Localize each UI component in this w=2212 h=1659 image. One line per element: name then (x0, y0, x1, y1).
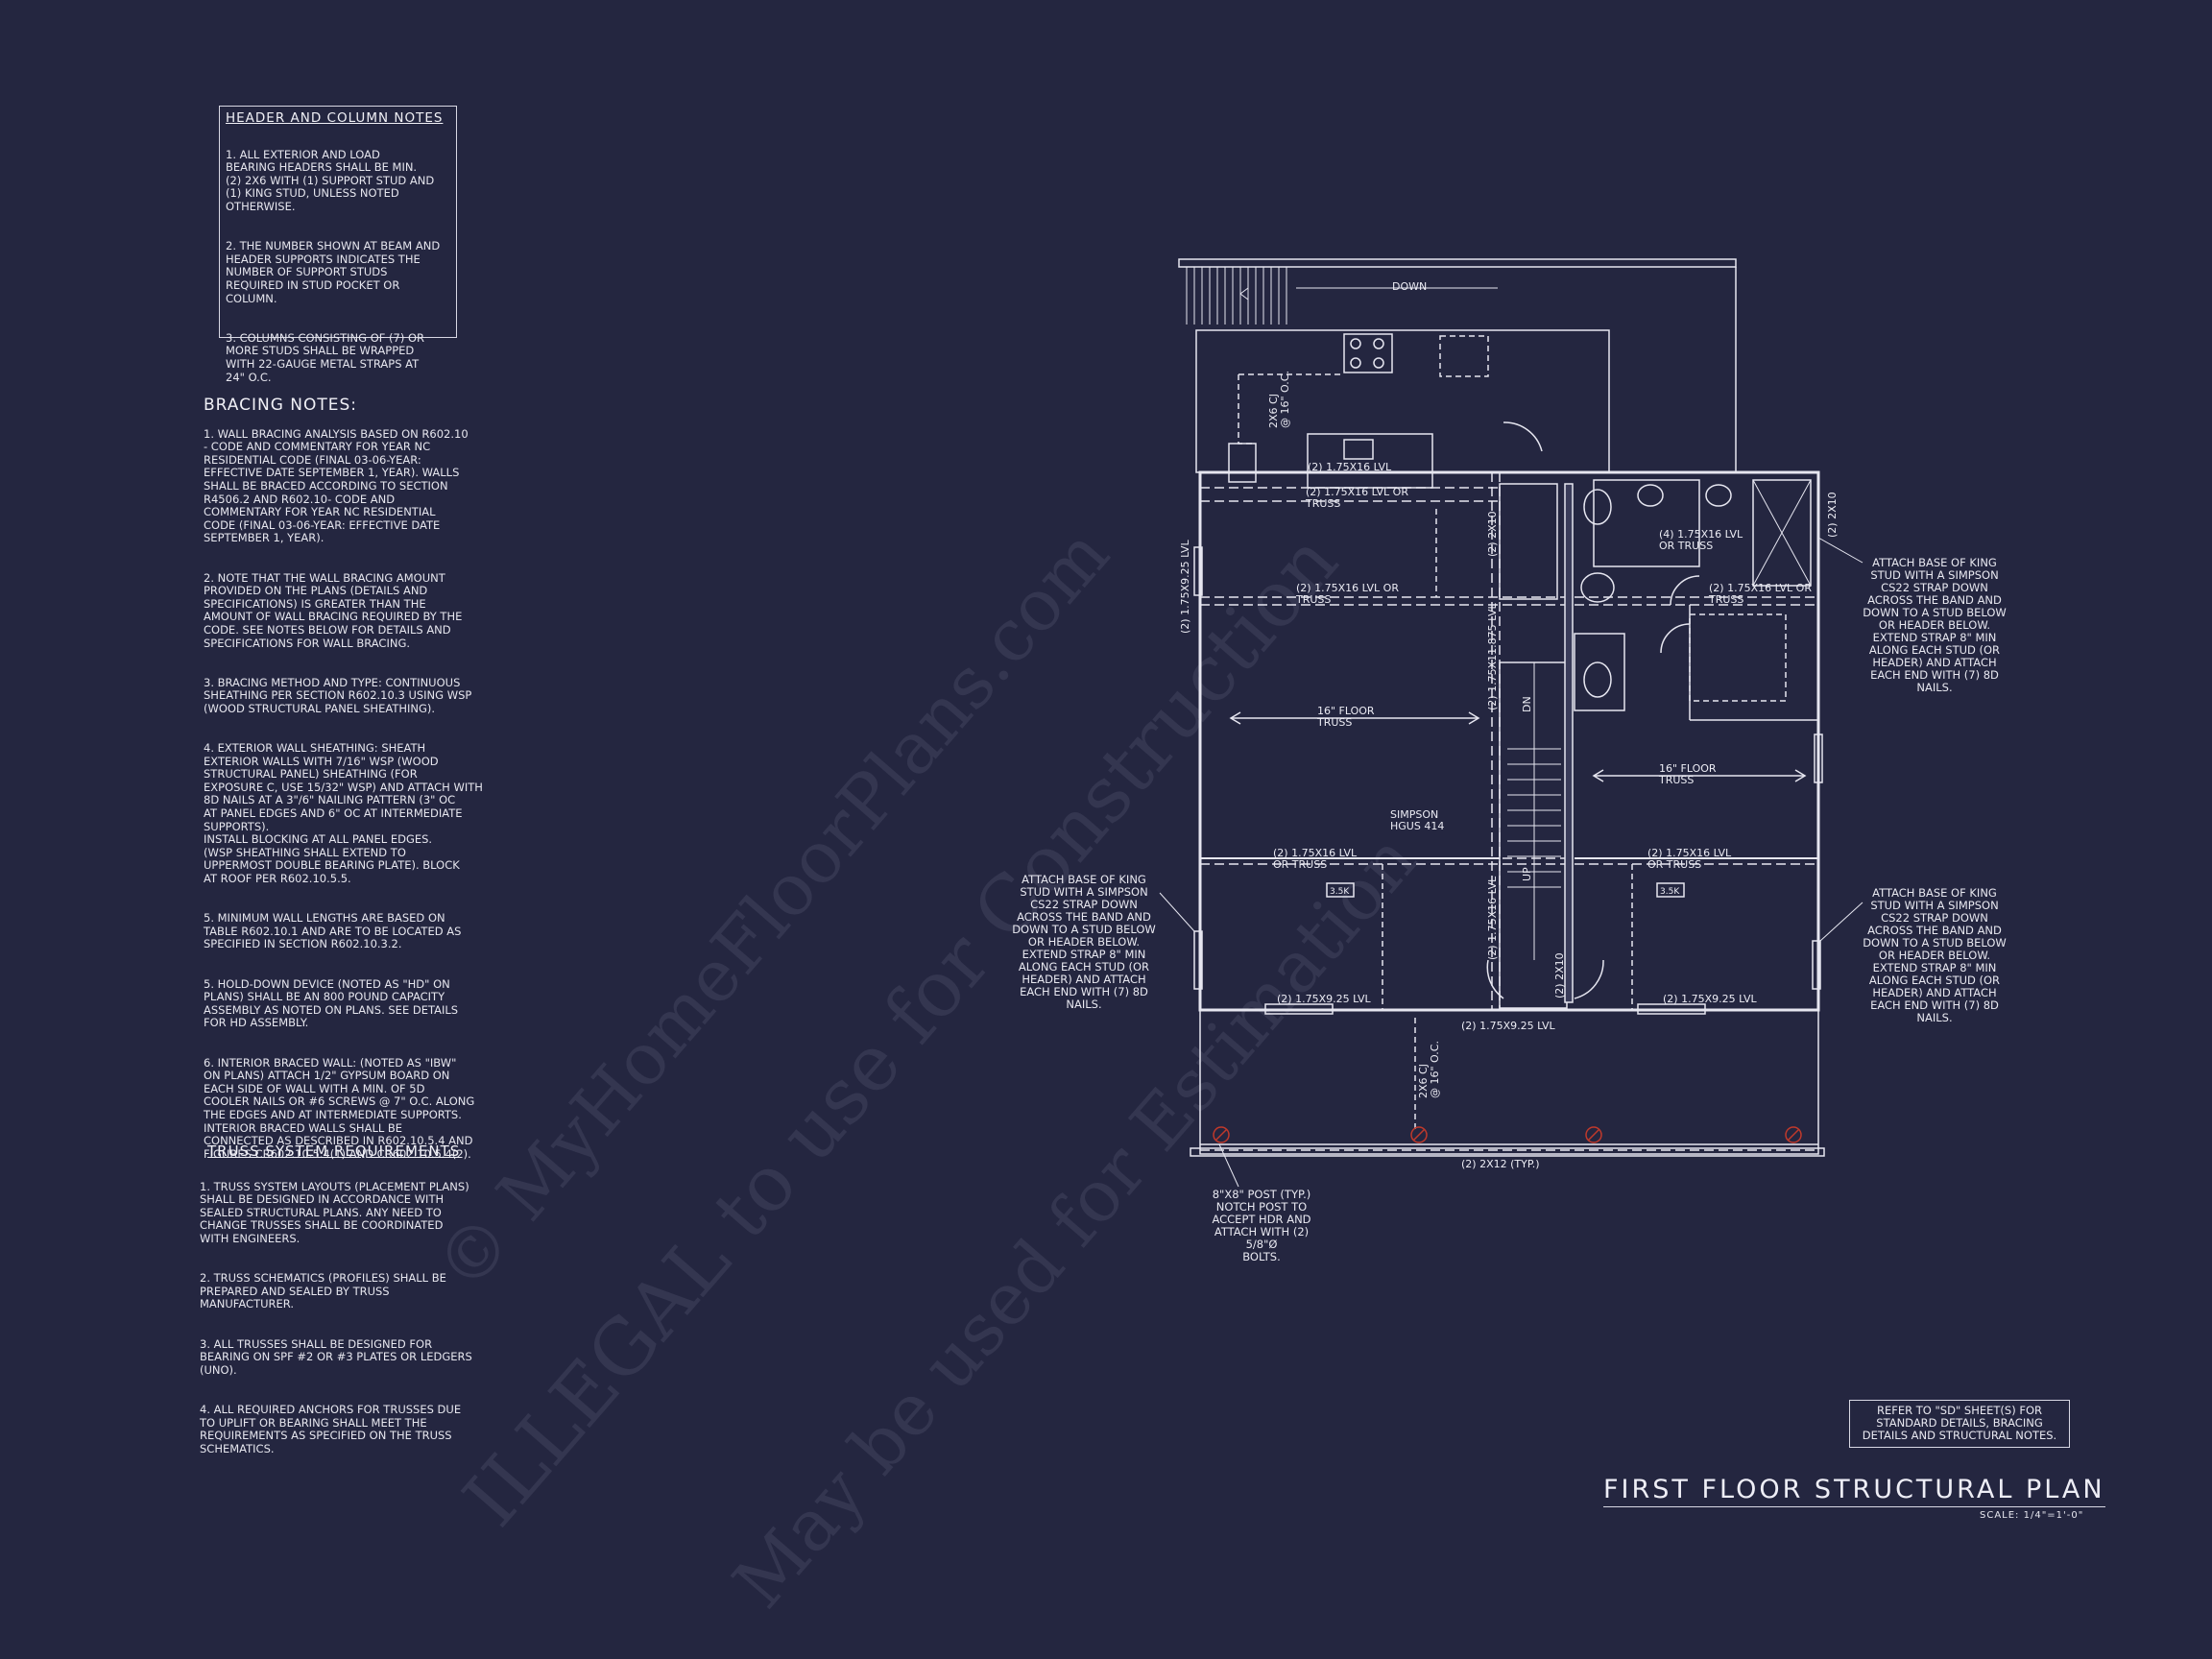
front-porch (1199, 1009, 1819, 1155)
label-porch-beam: (2) 2x12 (TYP.) (1461, 1158, 1540, 1170)
refer-note-text: REFER TO "SD" SHEET(S) FOR STANDARD DETA… (1862, 1404, 2057, 1442)
bracing-notes-title: BRACING NOTES: (204, 396, 358, 415)
bracing-note-4: 4. EXTERIOR WALL SHEATHING: SHEATH EXTER… (204, 741, 483, 885)
post-icon-3 (1585, 1126, 1602, 1143)
bracing-note-2: 2. NOTE THAT THE WALL BRACING AMOUNT PRO… (204, 570, 463, 650)
header-note-3: 3. COLUMNS CONSISTING OF (7) OR MORE STU… (226, 330, 425, 384)
truss-note-4: 4. ALL REQUIRED ANCHORS FOR TRUSSES DUE … (200, 1402, 462, 1455)
main-exterior-walls (1198, 470, 1820, 1012)
header-notes-list: 1. ALL EXTERIOR AND LOAD BEARING HEADERS… (226, 135, 456, 411)
callout-post: 8"x8" POST (TYP.) NOTCH POST TO ACCEPT H… (1212, 1188, 1311, 1263)
label-header-left: (2) 1.75x9.25 LVL (1277, 993, 1372, 1005)
sink-icon-2 (1705, 484, 1732, 507)
bracing-note-6: 5. HOLD-DOWN DEVICE (NOTED AS "HD" ON PL… (204, 976, 459, 1030)
label-2x10-c: (2) 2x10 (1826, 492, 1839, 538)
kitchen-walls (1195, 329, 1610, 473)
truss-note-3: 3. ALL TRUSSES SHALL BE DESIGNED FOR BEA… (200, 1336, 472, 1377)
plan-scale: SCALE: 1/4"=1'-0" (1980, 1510, 2084, 1521)
label-beam-stair-vert2: (2) 1.75x16 LVL (1486, 876, 1499, 960)
window-right (1814, 733, 1823, 783)
label-tag-left: 3.5k (1330, 887, 1350, 897)
callout-leader-post (1218, 1143, 1239, 1188)
label-down: DOWN (1392, 280, 1427, 293)
label-header-center: (2) 1.75x9.25 LVL (1461, 1020, 1556, 1032)
label-cj-bottom: 2x6 CJ@ 16" O.C. (1417, 1041, 1441, 1098)
toilet-icon (1583, 489, 1612, 525)
bracing-note-7: 6. INTERIOR BRACED WALL: (NOTED AS "IBW"… (204, 1055, 475, 1161)
porch-posts (1213, 1126, 1802, 1143)
header-window-right (1637, 1003, 1706, 1015)
island-icon (1307, 433, 1433, 489)
label-beam-kitchen: (2) 1.75x16 LVL (1308, 461, 1392, 473)
stair-door-swing (1486, 959, 1504, 999)
toilet-icon-3 (1583, 661, 1612, 698)
label-stair-up: UP (1521, 867, 1533, 881)
callout-leader-right-top (1817, 537, 1863, 564)
callout-strap-right-bottom: ATTACH BASE OF KING STUD WITH A SIMPSON … (1863, 886, 2007, 1024)
bath-door-swing (1670, 575, 1700, 606)
post-icon-1 (1213, 1126, 1230, 1143)
range-icon (1343, 333, 1393, 373)
label-header-right: (2) 1.75x9.25 LVL (1663, 993, 1758, 1005)
label-2x10-a: (2) 2x10 (1486, 511, 1499, 557)
callout-leader-left (1159, 892, 1195, 932)
header-note-1: 1. ALL EXTERIOR AND LOAD BEARING HEADERS… (226, 147, 435, 213)
callout-strap-right-top: ATTACH BASE OF KING STUD WITH A SIMPSON … (1863, 556, 2007, 694)
toilet-icon-2 (1580, 572, 1615, 603)
closet-dashed (1689, 613, 1787, 702)
label-beam-stair-vert: (2) 1.75x11.875 LVL (1486, 602, 1499, 710)
truss-notes-title: TRUSS SYSTEM REQUIREMENTS (207, 1142, 461, 1160)
post-icon-2 (1410, 1126, 1428, 1143)
header-window-left (1264, 1003, 1334, 1015)
bearing-wall (1564, 483, 1574, 1003)
holddown-tag-left (1326, 882, 1355, 898)
fridge-icon (1439, 335, 1489, 377)
refer-note-box: REFER TO "SD" SHEET(S) FOR STANDARD DETA… (1849, 1400, 2070, 1448)
bracing-note-3: 3. BRACING METHOD AND TYPE: CONTINUOUS S… (204, 675, 472, 715)
porch-beam (1190, 1147, 1825, 1157)
window-left (1193, 930, 1203, 990)
sink-icon-1 (1637, 484, 1664, 507)
kitchen-door-swing (1503, 421, 1543, 452)
holddown-tag-right (1656, 882, 1685, 898)
post-icon-4 (1785, 1126, 1802, 1143)
truss-note-2: 2. TRUSS SCHEMATICS (PROFILES) SHALL BE … (200, 1271, 446, 1311)
label-2x10-b: (2) 2x10 (1553, 952, 1566, 998)
label-tag-right: 3.5k (1660, 887, 1680, 897)
bath-vanity-walls (1593, 479, 1700, 567)
shower-icon (1752, 479, 1812, 587)
bracing-notes-list: 1. WALL BRACING ANALYSIS BASED ON R602.1… (204, 415, 530, 1188)
interior-stair-treads (1507, 662, 1561, 960)
truss-note-1: 1. TRUSS SYSTEM LAYOUTS (PLACEMENT PLANS… (200, 1179, 469, 1245)
kitchen-counter (1238, 374, 1253, 445)
header-note-2: 2. THE NUMBER SHOWN AT BEAM AND HEADER S… (226, 239, 441, 305)
label-cj-top: 2x6 CJ@ 16" O.C. (1267, 371, 1291, 428)
header-notes-title: HEADER AND COLUMN NOTES (226, 110, 444, 126)
closet-walls (1499, 483, 1558, 600)
top-deck-rail (1178, 258, 1737, 268)
label-stair-dn: DN (1521, 696, 1533, 712)
callout-strap-left: ATTACH BASE OF KING STUD WITH A SIMPSON … (1012, 873, 1156, 1011)
sink-icon (1343, 439, 1374, 460)
bracing-note-5: 5. MINIMUM WALL LENGTHS ARE BASED ON TAB… (204, 911, 462, 951)
bracing-note-1: 1. WALL BRACING ANALYSIS BASED ON R602.1… (204, 426, 469, 545)
truss-notes-list: 1. TRUSS SYSTEM LAYOUTS (PLACEMENT PLANS… (200, 1167, 517, 1482)
header-column-notes-box: HEADER AND COLUMN NOTES 1. ALL EXTERIOR … (219, 106, 457, 383)
label-beam-left-vert: (2) 1.75x9.25 LVL (1179, 539, 1191, 634)
exterior-stair (1186, 267, 1498, 325)
callout-leader-right-bottom (1819, 902, 1863, 942)
plan-title: FIRST FLOOR STRUCTURAL PLAN (1603, 1475, 2105, 1507)
